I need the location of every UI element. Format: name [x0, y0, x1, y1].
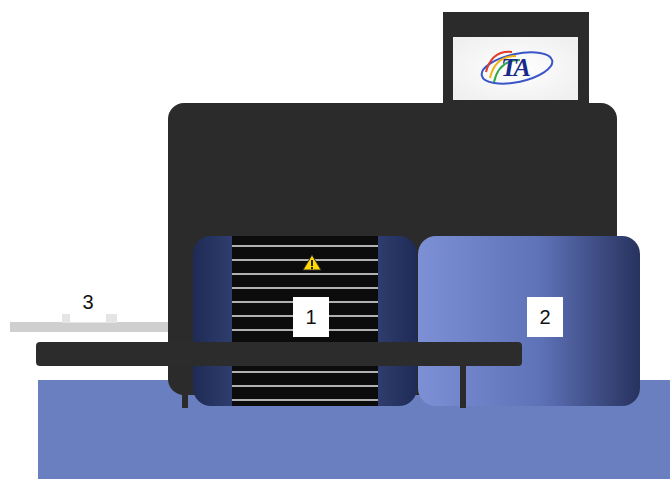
- vent-line: [232, 287, 378, 289]
- sample-plate: [10, 322, 168, 332]
- callout-number: 3: [70, 282, 105, 322]
- logo-swirl: [479, 47, 555, 89]
- warning-mark: [311, 260, 313, 266]
- balance-module: [418, 236, 640, 406]
- vent-line: [232, 273, 378, 275]
- tray-leg: [182, 360, 188, 408]
- furnace-vents: [232, 236, 378, 406]
- callout-number: 2: [527, 297, 562, 337]
- sample-tray: [36, 342, 522, 366]
- logo-screen: [453, 37, 578, 100]
- vent-line: [232, 371, 378, 373]
- logo-text: TA: [501, 55, 529, 81]
- warning-symbol: [303, 255, 321, 270]
- callout-number: 1: [293, 297, 328, 337]
- vent-line: [232, 245, 378, 247]
- vent-line: [232, 259, 378, 261]
- vent-lines: [232, 246, 378, 400]
- warning-dot: [311, 267, 313, 269]
- tray-leg: [460, 360, 466, 408]
- vent-line: [232, 399, 378, 401]
- furnace-module: [193, 236, 417, 406]
- vent-line: [232, 385, 378, 387]
- logo-panel: [443, 12, 589, 140]
